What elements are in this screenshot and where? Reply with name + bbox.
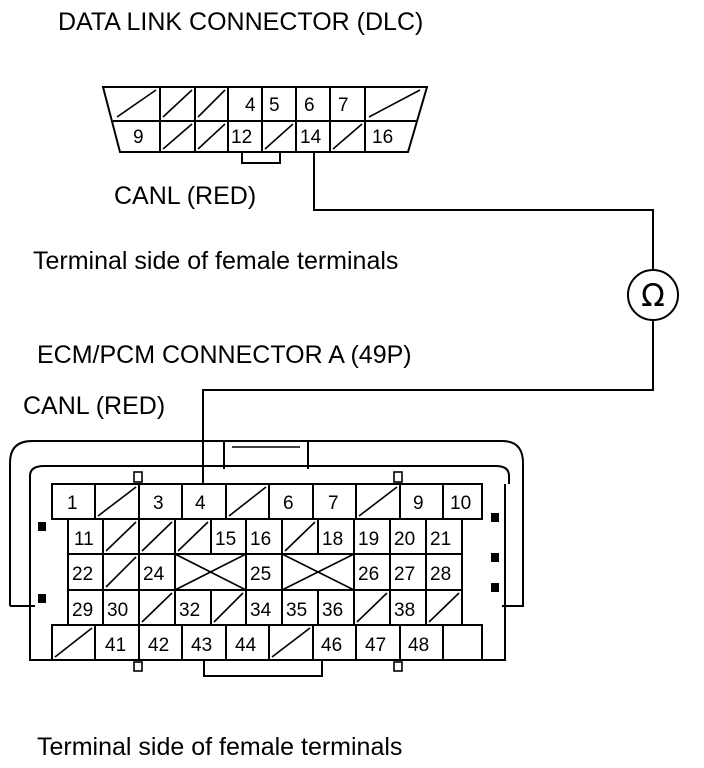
- ecm-pin-label: 1: [67, 493, 78, 514]
- dlc-pin-label: 9: [133, 127, 144, 148]
- ecm-pin-label: 11: [74, 529, 94, 550]
- ecm-pin-label: 22: [72, 564, 93, 585]
- ecm-pin-label: 21: [430, 529, 451, 550]
- ohmmeter-icon: [627, 269, 679, 321]
- ecm-pin-label: 28: [430, 564, 451, 585]
- ecm-pin-label: 3: [153, 493, 164, 514]
- ecm-pin-label: 34: [250, 600, 272, 621]
- dlc-terminal-side-note: Terminal side of female terminals: [33, 247, 398, 275]
- ecm-pin-label: 10: [450, 493, 471, 514]
- dlc-pin-label: 4: [245, 95, 256, 116]
- ecm-pin-label: 6: [283, 493, 294, 514]
- dlc-pin-label: 7: [338, 95, 349, 116]
- ecm-pin-label: 47: [365, 635, 386, 656]
- ecm-wire-label: CANL (RED): [23, 392, 165, 420]
- ohm-symbol: Ω: [641, 278, 665, 314]
- dlc-pin-label: 14: [300, 127, 322, 148]
- ecm-terminal-side-note: Terminal side of female terminals: [37, 733, 402, 761]
- dlc-connector: [101, 86, 429, 164]
- ecm-pin-label: 26: [358, 564, 379, 585]
- ecm-pin-label: 19: [358, 529, 379, 550]
- ecm-pin-label: 25: [250, 564, 271, 585]
- ecm-pin-label: 38: [394, 600, 415, 621]
- dlc-pin-label: 6: [304, 95, 315, 116]
- ecm-pin-label: 30: [107, 600, 128, 621]
- ecm-pin-label: 44: [235, 635, 257, 656]
- ecm-pin-label: 32: [179, 600, 200, 621]
- ecm-pin-label: 18: [322, 529, 343, 550]
- ecm-pin-label: 24: [143, 564, 165, 585]
- ecm-pin-label: 4: [195, 493, 206, 514]
- dlc-title: DATA LINK CONNECTOR (DLC): [58, 8, 423, 36]
- ecm-pin-label: 48: [408, 635, 429, 656]
- ecm-pin-label: 42: [148, 635, 169, 656]
- ecm-pin-label: 27: [394, 564, 415, 585]
- ecm-pin-label: 20: [394, 529, 415, 550]
- ecm-pin-label: 29: [72, 600, 93, 621]
- ecm-pin-label: 43: [191, 635, 212, 656]
- ecm-pin-label: 36: [322, 600, 343, 621]
- ecm-pin-label: 41: [105, 635, 126, 656]
- ecm-pin-label: 16: [250, 529, 271, 550]
- ecm-title: ECM/PCM CONNECTOR A (49P): [37, 341, 412, 369]
- ecm-pin-label: 15: [215, 529, 236, 550]
- dlc-pin-label: 5: [269, 95, 280, 116]
- ecm-pin-label: 46: [321, 635, 342, 656]
- ecm-pin-labels: 1 3 4 6 7 9 10 11 15 16 18 19 20 21 22 2…: [67, 493, 471, 656]
- dlc-wire-label: CANL (RED): [114, 182, 256, 210]
- dlc-pin-label: 16: [372, 127, 393, 148]
- ecm-connector: [9, 440, 524, 677]
- dlc-pin-labels: 4 5 6 7 9 12 14 16: [133, 95, 393, 148]
- ecm-pin-label: 35: [286, 600, 307, 621]
- test-circuit: Ω: [202, 152, 679, 484]
- ecm-pin-label: 9: [413, 493, 424, 514]
- ecm-pin-label: 7: [328, 493, 339, 514]
- dlc-pin-label: 12: [231, 127, 252, 148]
